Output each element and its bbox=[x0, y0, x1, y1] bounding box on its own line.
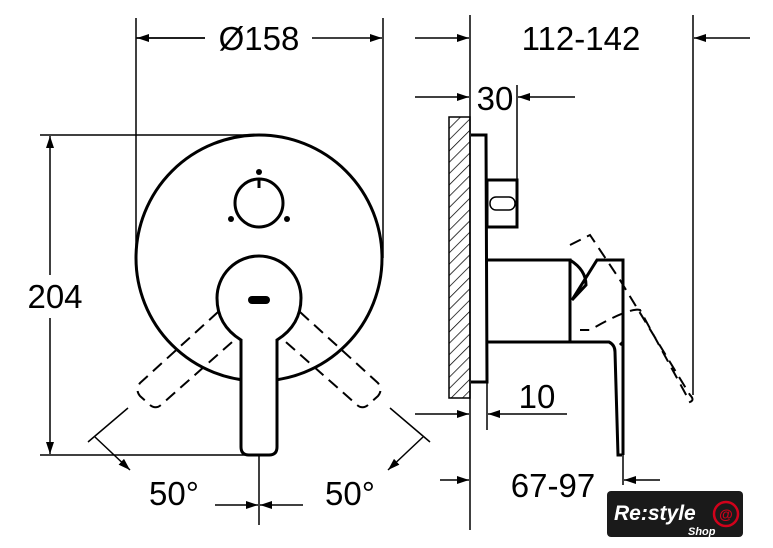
angle-right-dimension: 50° bbox=[325, 475, 375, 512]
projection-dimension: 112-142 bbox=[522, 20, 641, 57]
restyle-shop-logo: Re:style Shop @ bbox=[607, 491, 743, 538]
svg-text:@: @ bbox=[719, 506, 733, 522]
front-view: Ø158 204 50° 50° bbox=[27, 18, 431, 525]
side-view: 112-142 30 10 67-97 bbox=[415, 15, 750, 530]
wall-section bbox=[448, 116, 471, 399]
plate-depth-dimension: 30 bbox=[477, 80, 514, 117]
height-dimension: 204 bbox=[27, 278, 82, 315]
offset-dimension: 10 bbox=[519, 378, 556, 415]
svg-text:Shop: Shop bbox=[688, 526, 716, 538]
svg-text:Re:style: Re:style bbox=[614, 502, 696, 525]
angle-left-dimension: 50° bbox=[149, 475, 199, 512]
body-depth-dimension: 67-97 bbox=[511, 467, 595, 504]
lever-handle bbox=[215, 254, 303, 457]
diameter-dimension: Ø158 bbox=[219, 20, 300, 57]
